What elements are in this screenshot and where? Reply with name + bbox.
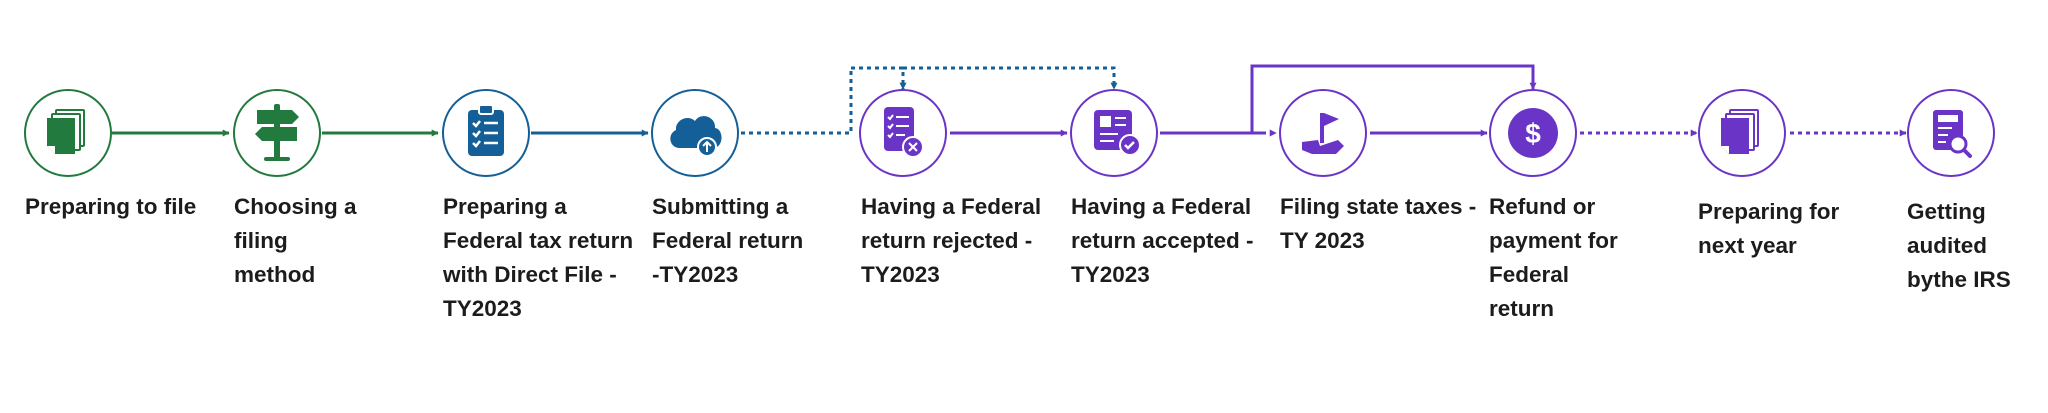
step-label-preparing-federal-return: Preparing a Federal tax return with Dire… [443,194,634,321]
step-node-filing-state-taxes[interactable] [1279,89,1367,177]
cloud-upload-icon [670,116,722,157]
rejected-document-icon [884,107,924,158]
dollar-icon: $ [1508,108,1558,158]
step-label-choosing-filing-method: Choosing a filing method [234,194,357,287]
step-node-choosing-filing-method[interactable] [233,89,321,177]
step-label-submitting-federal-return: Submitting a Federal return -TY2023 [652,194,804,287]
step-label-getting-audited: Getting audited bythe IRS [1907,199,2011,292]
step-label-refund-or-payment: Refund or payment for Federal return [1489,194,1618,321]
clipboard-checklist-icon [468,104,504,156]
step-label-federal-return-accepted: Having a Federal return accepted - TY202… [1071,194,1254,287]
step-node-getting-audited[interactable] [1907,89,1995,177]
step-label-federal-return-rejected: Having a Federal return rejected - TY202… [861,194,1042,287]
connector-loop-to-rejected [851,66,907,90]
step-node-federal-return-rejected[interactable] [859,89,947,177]
step-node-preparing-next-year[interactable] [1698,89,1786,177]
audit-magnifier-icon [1933,110,1972,158]
svg-text:$: $ [1525,118,1541,149]
step-node-preparing-to-file[interactable] [24,89,112,177]
step-node-federal-return-accepted[interactable] [1070,89,1158,177]
step-label-preparing-to-file: Preparing to file [25,194,197,219]
connector-6-to-refund [1250,64,1537,133]
step-label-filing-state-taxes: Filing state taxes - TY 2023 [1280,194,1477,253]
step-label-preparing-next-year: Preparing for next year [1698,199,1840,258]
step-node-refund-or-payment[interactable]: $ [1489,89,1577,177]
stacked-documents-icon [47,109,85,154]
stacked-documents-icon [1721,109,1759,154]
connectors [112,64,1907,137]
step-node-submitting-federal-return[interactable] [651,89,739,177]
accepted-document-icon [1094,110,1141,156]
signpost-icon [255,104,299,161]
state-flag-icon [1302,113,1344,154]
connector-loop-to-accepted [903,66,1118,90]
step-node-preparing-federal-return[interactable] [442,89,530,177]
connector-4-to-loop [741,68,853,135]
